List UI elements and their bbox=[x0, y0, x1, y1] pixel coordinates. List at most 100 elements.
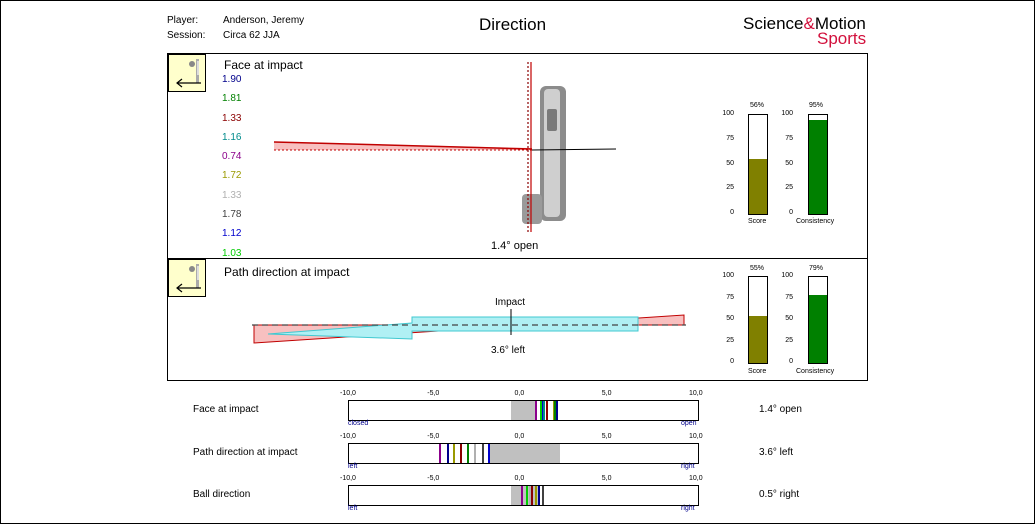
scale-tick-label: 10,0 bbox=[689, 475, 703, 482]
bar-tick-label: 50 bbox=[726, 159, 734, 167]
bar-tick-label: 25 bbox=[785, 336, 793, 344]
shot-marker bbox=[452, 444, 455, 463]
path-score-pct: 55% bbox=[750, 265, 765, 272]
face-score-pct: 56% bbox=[750, 102, 765, 109]
session-value: Circa 62 JJA bbox=[223, 30, 280, 41]
brand-logo: Science&Motion bbox=[743, 14, 866, 34]
scale-tick-label: -5,0 bbox=[427, 433, 440, 440]
shot-marker bbox=[529, 486, 532, 505]
bar-tick-label: 100 bbox=[722, 110, 734, 117]
session-label: Session: bbox=[167, 30, 206, 41]
scale-right-side-label: open bbox=[681, 420, 697, 427]
bar-tick-label: 25 bbox=[726, 184, 734, 192]
path-score-fill bbox=[749, 315, 767, 363]
face-graphic bbox=[273, 62, 617, 232]
scale-row-result: 3.6° left bbox=[759, 447, 794, 458]
shot-marker bbox=[525, 486, 528, 505]
scale-right-side-label: right bbox=[681, 463, 695, 470]
shot-marker bbox=[520, 486, 523, 505]
scale-tick-label: 5,0 bbox=[601, 390, 612, 397]
impact-label: Impact bbox=[495, 297, 526, 308]
scale-row-label: Path direction at impact bbox=[193, 447, 298, 458]
direction-scale-bar bbox=[348, 443, 699, 464]
bar-tick-label: 0 bbox=[730, 209, 734, 216]
face-score-bar bbox=[748, 114, 768, 215]
bar-tick-label: 100 bbox=[781, 272, 793, 279]
scale-right-side-label: right bbox=[681, 505, 695, 512]
shot-marker bbox=[466, 444, 469, 463]
bar-tick-label: 0 bbox=[789, 209, 793, 216]
direction-scale-bar bbox=[348, 400, 699, 421]
scale-left-side-label: left bbox=[348, 463, 358, 470]
face-value-6: 1.33 bbox=[222, 189, 242, 201]
face-value-3: 1.16 bbox=[222, 131, 242, 143]
face-panel-title: Face at impact bbox=[224, 58, 303, 72]
golfer-arrow-icon[interactable] bbox=[168, 259, 206, 297]
shot-marker bbox=[545, 401, 548, 420]
bar-tick-label: 75 bbox=[726, 293, 734, 301]
face-score-label: Score bbox=[748, 218, 767, 225]
face-consistency-bar bbox=[808, 114, 828, 215]
scale-tick-label: -10,0 bbox=[340, 390, 356, 397]
scale-tick-label: -5,0 bbox=[427, 475, 440, 482]
path-readout: 3.6° left bbox=[491, 345, 526, 356]
scale-left-side-label: closed bbox=[348, 420, 369, 427]
shot-marker bbox=[538, 486, 541, 505]
path-consistency-pct: 79% bbox=[809, 265, 824, 272]
shot-marker bbox=[552, 401, 555, 420]
path-graphic bbox=[252, 309, 686, 344]
path-score-label: Score bbox=[748, 368, 767, 375]
bar-tick-label: 0 bbox=[789, 358, 793, 365]
bar-tick-label: 50 bbox=[785, 315, 793, 322]
bar-tick-label: 50 bbox=[785, 159, 793, 167]
bar-tick-label: 100 bbox=[781, 110, 793, 117]
face-readout: 1.4° open bbox=[491, 240, 539, 252]
bar-tick-label: 75 bbox=[785, 293, 793, 301]
scale-row-label: Face at impact bbox=[193, 404, 259, 415]
brand-amp: & bbox=[803, 14, 815, 33]
scale-tick-label: 0,0 bbox=[514, 433, 525, 440]
face-consistency-label: Consistency bbox=[796, 218, 835, 225]
shot-marker bbox=[542, 401, 545, 420]
face-value-9: 1.03 bbox=[222, 247, 242, 259]
scale-tick-label: 0,0 bbox=[514, 475, 525, 482]
scale-tick-label: 5,0 bbox=[601, 475, 612, 482]
path-direction-panel: Path direction at impact Impact 3.6° lef… bbox=[167, 258, 868, 381]
bar-tick-label: 75 bbox=[785, 134, 793, 142]
shot-marker bbox=[555, 401, 558, 420]
face-value-5: 1.72 bbox=[222, 170, 242, 182]
bar-tick-label: 75 bbox=[726, 134, 734, 142]
shot-marker bbox=[487, 444, 490, 463]
face-value-7: 1.78 bbox=[222, 209, 242, 221]
face-value-1: 1.81 bbox=[222, 93, 242, 105]
scale-tick-label: -10,0 bbox=[340, 475, 356, 482]
path-score-bar bbox=[748, 276, 768, 364]
shot-marker bbox=[447, 444, 450, 463]
scale-tick-label: -10,0 bbox=[340, 433, 356, 440]
scale-tick-label: -5,0 bbox=[427, 390, 440, 397]
scale-row-result: 1.4° open bbox=[759, 404, 802, 415]
player-label: Player: bbox=[167, 15, 199, 26]
bar-tick-label: 25 bbox=[785, 184, 793, 192]
face-value-2: 1.33 bbox=[222, 112, 242, 124]
shot-marker bbox=[541, 486, 544, 505]
scale-left-side-label: left bbox=[348, 505, 358, 512]
path-consistency-bar bbox=[808, 276, 828, 364]
shot-marker bbox=[554, 401, 557, 420]
direction-scale-bar bbox=[348, 485, 699, 506]
target-zone bbox=[511, 401, 538, 420]
shot-marker bbox=[459, 444, 462, 463]
page-title: Direction bbox=[479, 15, 547, 34]
shot-marker bbox=[540, 401, 543, 420]
bar-tick-label: 50 bbox=[726, 315, 734, 322]
face-value-0: 1.90 bbox=[222, 74, 242, 85]
golfer-arrow-icon[interactable] bbox=[168, 54, 206, 92]
face-score-fill bbox=[749, 158, 767, 214]
target-zone bbox=[490, 444, 561, 463]
scale-tick-label: 10,0 bbox=[689, 390, 703, 397]
scale-tick-label: 10,0 bbox=[689, 433, 703, 440]
path-consistency-label: Consistency bbox=[796, 368, 835, 375]
shot-marker bbox=[531, 486, 534, 505]
